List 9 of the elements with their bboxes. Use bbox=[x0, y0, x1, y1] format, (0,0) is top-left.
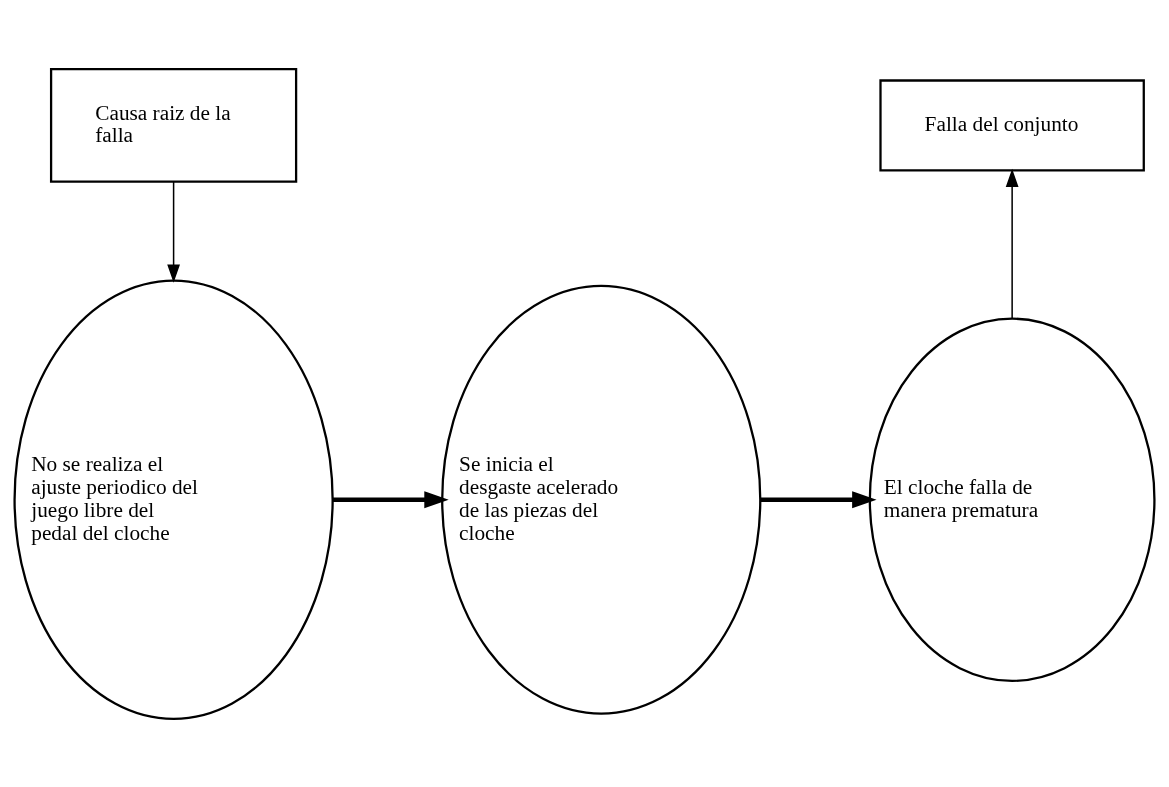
node-ellipse: Se inicia el desgaste acelerado de las piezas del cloche bbox=[441, 284, 762, 715]
node-box: Causa raiz de la falla bbox=[49, 67, 298, 183]
arrow bbox=[760, 490, 877, 508]
arrow bbox=[167, 180, 180, 283]
node-ellipse: No se realiza el ajuste periodico del juego libre del pedal del cloche bbox=[13, 279, 334, 720]
arrow bbox=[1005, 168, 1019, 319]
node-ellipse: El cloche falla de manera prematura bbox=[868, 317, 1156, 682]
node-box: Falla del conjunto bbox=[879, 78, 1145, 171]
arrow bbox=[332, 490, 449, 508]
